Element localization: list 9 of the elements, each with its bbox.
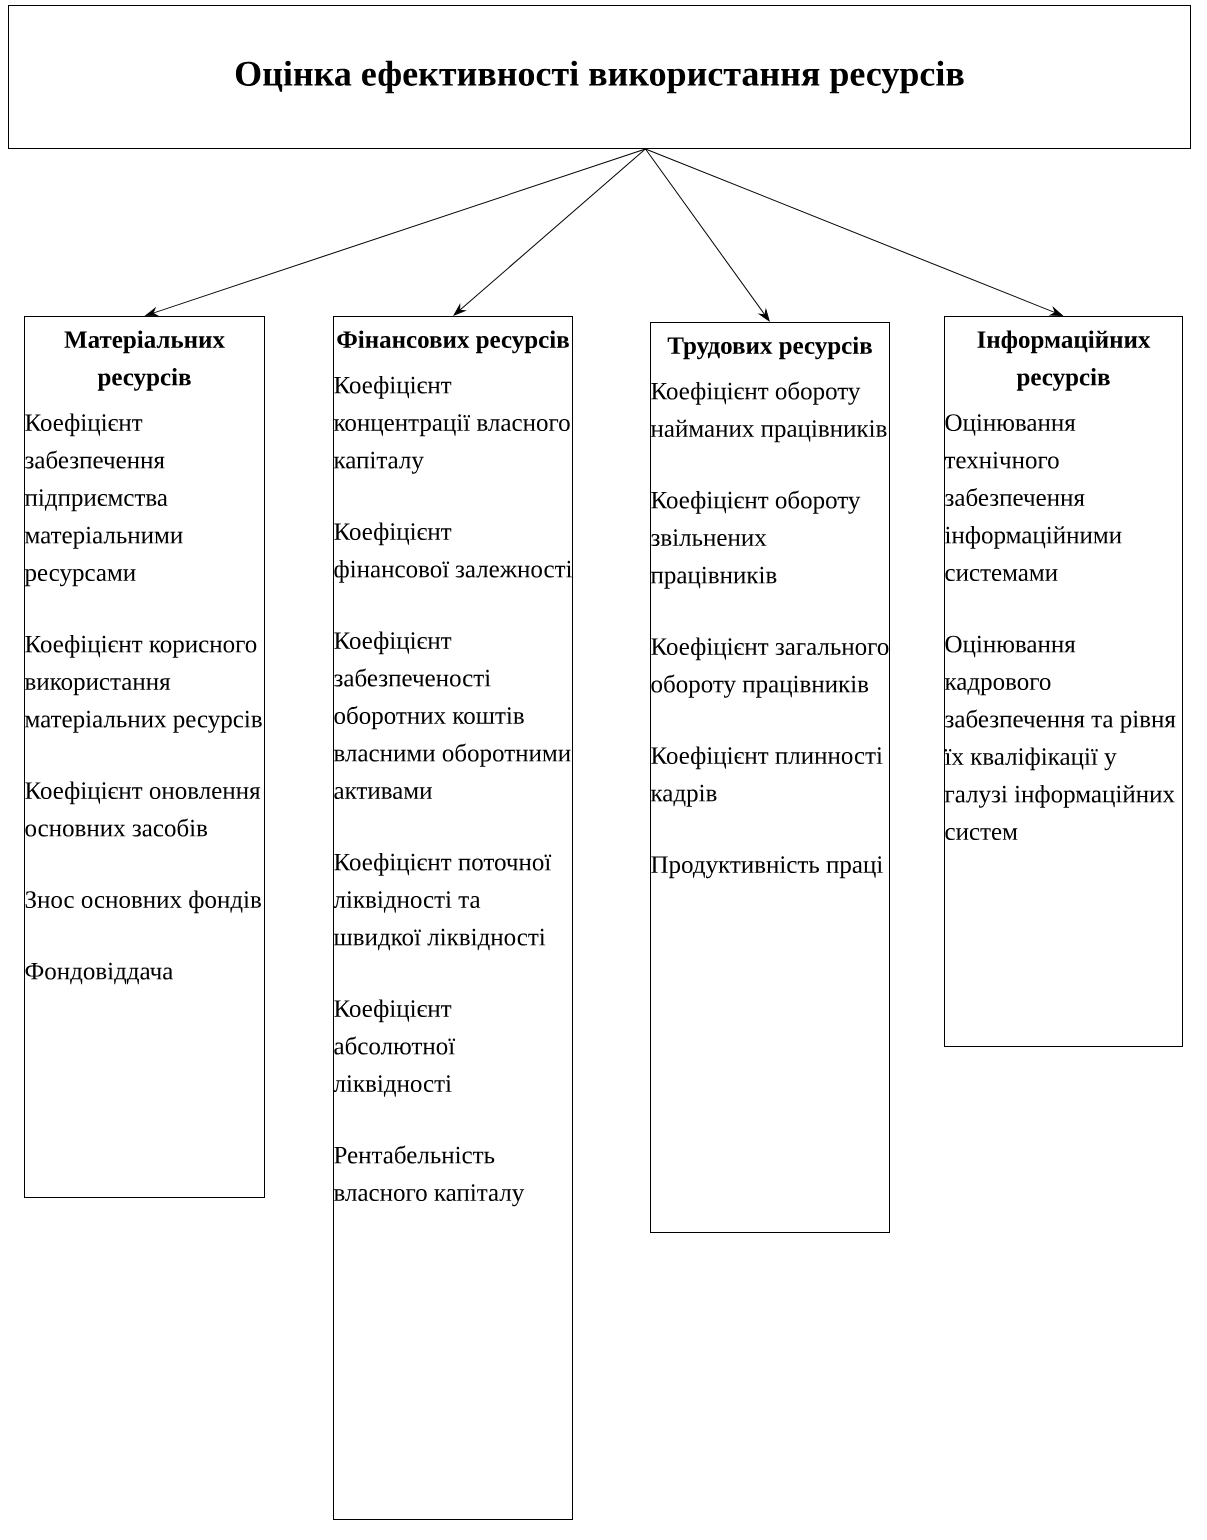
arrow <box>645 148 1063 316</box>
category-box: Трудових ресурсів Коефіцієнт обороту найманих працівників Коефіцієнт обороту звільнених працівників Коефіцієнт загального обороту працівників Коефіцієнт плинності кадрів Продуктивність праці <box>650 322 890 1233</box>
category-box: Фінансових ресурсів Коефіцієнт концентрації власного капіталу Коефіцієнт фінансової залежності Коефіцієнт забезпеченості оборотних коштів власними оборотними активами Коефіцієнт поточної ліквідності та швидкої ліквідності Коефіцієнт абсолютної ліквідності Рентабельність власного капіталу <box>333 316 573 1520</box>
category-box: Матеріальних ресурсів Коефіцієнт забезпечення підприємства матеріальними ресурсами Коефіцієнт корисного використання матеріальних ресурсів Коефіцієнт оновлення основних засобів Знос основних фондів Фондовіддача <box>24 316 265 1198</box>
category-box: Інформаційних ресурсів Оцінювання технічного забезпечення інформаційними системами Оцінювання кадрового забезпечення та рівня їх кваліфікації у галузі інформаційних систем <box>944 316 1183 1047</box>
arrow <box>645 148 770 322</box>
arrow <box>145 148 646 317</box>
arrow <box>453 148 646 316</box>
title-box: Оцінка ефективності використання ресурсів <box>8 5 1191 149</box>
